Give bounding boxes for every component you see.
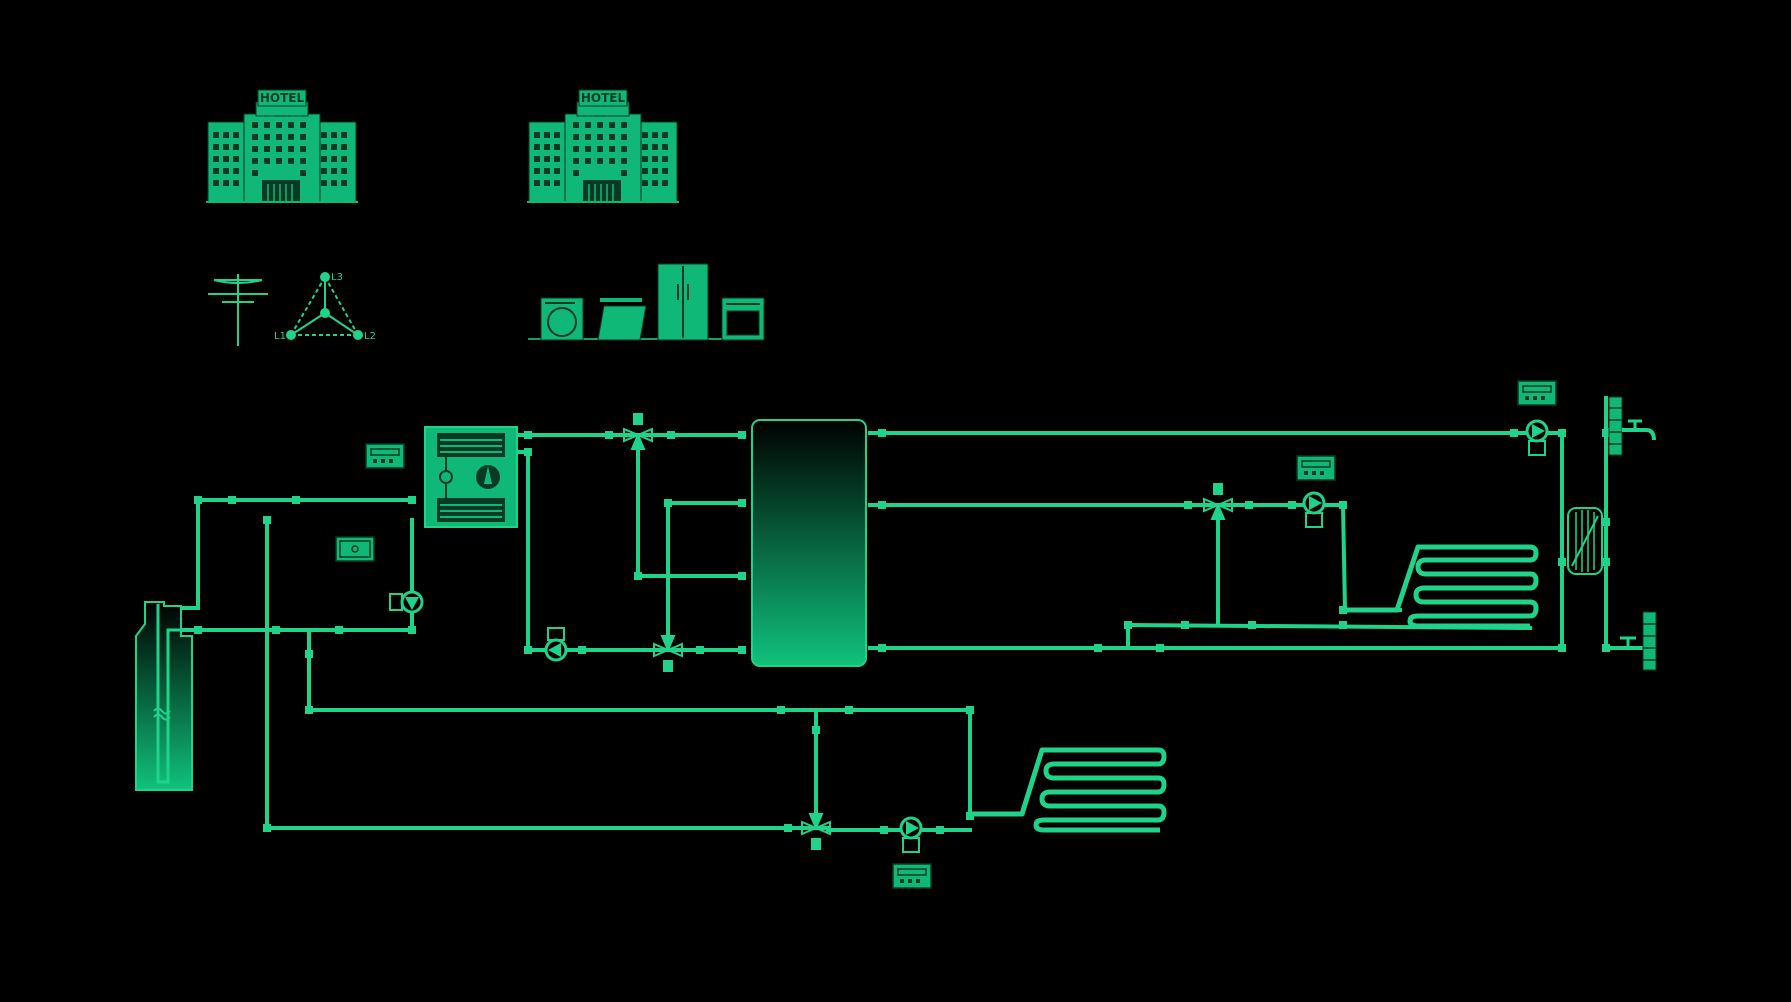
pump-borehole-motor xyxy=(389,593,403,611)
buffer-tank-icon xyxy=(751,419,867,667)
pump-floor-loop-2-motor xyxy=(1305,512,1323,528)
controller-floor-loop-1 xyxy=(892,863,932,889)
pump-heat-pump-return-motor xyxy=(547,627,565,641)
controller-room-unit xyxy=(335,536,375,562)
mixing-valve-floor-loop-2 xyxy=(1203,482,1233,520)
pump-floor-loop-2 xyxy=(1302,491,1326,515)
mixing-valve-tank-return xyxy=(653,635,683,673)
controller-floor-loop-2 xyxy=(1296,455,1336,481)
underfloor-heating-coil-2 xyxy=(1345,544,1539,629)
ground-probe-icon xyxy=(135,601,193,791)
pump-borehole xyxy=(400,590,424,614)
pump-floor-loop-1-motor xyxy=(902,837,920,853)
laptop-icon xyxy=(597,298,647,341)
controller-dhw xyxy=(1517,380,1557,406)
mixing-valve-floor-loop-1 xyxy=(801,813,831,851)
pipe-joints xyxy=(194,429,1610,834)
hotel-building-2: HOTEL xyxy=(526,89,680,203)
fridge-icon xyxy=(657,263,709,341)
power-pole-icon xyxy=(208,274,268,346)
hotel-sign-1: HOTEL xyxy=(260,91,305,105)
pump-heat-pump-return xyxy=(544,638,568,662)
phase-label-l3: L3 xyxy=(331,272,343,283)
pump-dhw xyxy=(1525,419,1549,443)
pump-floor-loop-1 xyxy=(899,816,923,840)
water-tap-icon xyxy=(1608,396,1656,456)
pump-dhw-motor xyxy=(1528,440,1546,456)
phase-label-l2: L2 xyxy=(364,331,376,342)
mixing-valve-heat-pump-supply xyxy=(623,412,653,450)
washing-machine-icon xyxy=(540,297,584,341)
hotel-building-1: HOTEL xyxy=(205,89,359,203)
oven-icon xyxy=(721,297,765,341)
phase-label-l1: L1 xyxy=(274,331,286,342)
controller-heat-pump xyxy=(365,443,405,469)
shower-tap-icon xyxy=(1620,611,1657,671)
plate-heat-exchanger-icon xyxy=(1567,507,1603,575)
heat-pump-icon xyxy=(424,426,518,528)
underfloor-heating-coil-1 xyxy=(970,747,1167,833)
three-phase-icon xyxy=(286,272,363,340)
hotel-sign-2: HOTEL xyxy=(581,91,626,105)
